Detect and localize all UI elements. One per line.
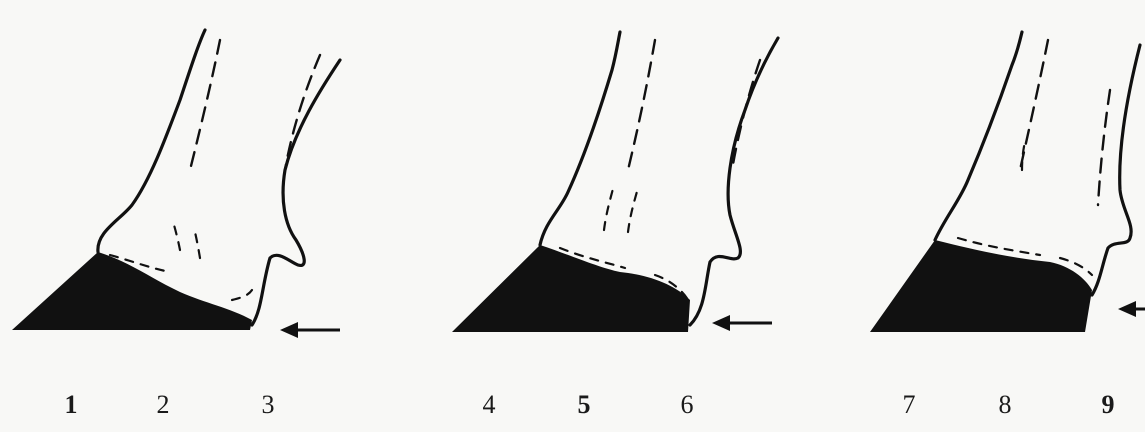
hoof-capsule-3	[870, 240, 1092, 332]
bone-line-1d	[194, 228, 200, 258]
bone-line-2c	[604, 185, 614, 230]
bone-line-1e	[232, 290, 252, 300]
label-4: 4	[474, 392, 504, 418]
label-3: 3	[253, 392, 283, 418]
arrow-1-head	[280, 322, 298, 338]
bone-line-3b	[1098, 90, 1110, 205]
hoof-capsule-2	[452, 245, 690, 332]
label-2: 2	[148, 392, 178, 418]
pastern-front-outline-1	[98, 30, 205, 252]
pastern-back-outline-1	[252, 60, 340, 325]
hoof-panel-2	[452, 32, 778, 332]
label-6: 6	[672, 392, 702, 418]
pastern-front-outline-3	[935, 32, 1022, 240]
label-8: 8	[990, 392, 1020, 418]
pastern-back-outline-2	[690, 38, 778, 325]
label-9: 9	[1093, 392, 1123, 418]
hoof-capsule-1	[12, 252, 252, 330]
bone-line-1c	[174, 225, 180, 250]
bone-line-2a	[628, 40, 655, 170]
pastern-back-outline-3	[1092, 45, 1140, 295]
hoof-panel-3	[870, 32, 1145, 332]
hoof-panel-1	[12, 30, 340, 338]
label-1: 1	[56, 392, 86, 418]
label-5: 5	[569, 392, 599, 418]
label-7: 7	[894, 392, 924, 418]
bone-line-2b	[732, 60, 760, 170]
arrow-3-head	[1118, 301, 1136, 317]
bone-line-2d	[628, 188, 638, 232]
arrow-2-head	[712, 315, 730, 331]
